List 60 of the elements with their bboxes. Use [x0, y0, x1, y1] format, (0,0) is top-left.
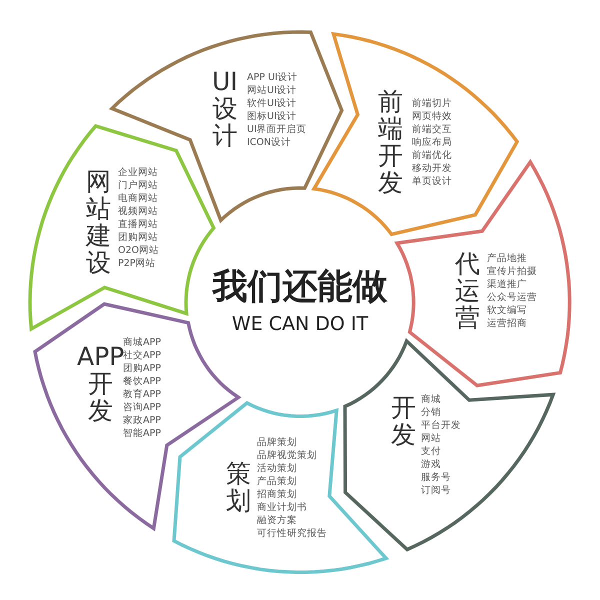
service-item: 前端交互 — [412, 122, 452, 136]
service-item: 网站UI设计 — [246, 84, 297, 97]
service-item: 智能APP — [122, 426, 161, 440]
service-item: APP UI设计 — [246, 70, 298, 84]
service-item: 家政APP — [122, 414, 161, 427]
service-item: 品牌策划 — [256, 436, 297, 449]
service-item: UI界面开启页 — [246, 122, 307, 136]
service-item: 活动策划 — [256, 462, 297, 475]
service-item: 分销 — [420, 406, 441, 419]
service-item: 平台开发 — [420, 418, 461, 432]
service-item: 融资方案 — [256, 514, 297, 527]
service-item: 团购APP — [122, 362, 161, 375]
service-item: 商业计划书 — [256, 500, 307, 514]
service-item: 网页特效 — [412, 110, 452, 123]
service-item: 品牌视觉策划 — [256, 448, 317, 462]
service-item: 视频网站 — [118, 204, 158, 218]
service-item: 咨询APP — [122, 400, 161, 414]
service-item: 商城APP — [122, 336, 161, 348]
service-item: 教育APP — [122, 388, 161, 401]
service-item: 前端优化 — [412, 148, 452, 162]
service-item: O2O网站 — [118, 244, 159, 257]
service-item: 公众号运营 — [486, 290, 537, 304]
service-item: 电商网站 — [118, 192, 158, 205]
service-item: 餐饮APP — [122, 374, 161, 388]
service-item: 商城 — [420, 392, 441, 406]
service-item: 图标UI设计 — [246, 110, 297, 123]
service-item: 团购网站 — [118, 230, 158, 244]
service-item: 前端切片 — [412, 96, 452, 110]
segment-heading: 策划 — [226, 460, 251, 514]
service-item: 移动开发 — [412, 162, 452, 175]
segment-heading: 开发 — [390, 394, 416, 448]
service-item: ICON设计 — [246, 136, 292, 149]
center-subtitle: WE CAN DO IT — [230, 313, 370, 335]
segment-heading: UI设计 — [212, 68, 238, 149]
service-item: 服务号 — [420, 470, 451, 484]
service-item: 直播网站 — [118, 218, 158, 231]
service-item: P2P网站 — [118, 256, 156, 270]
service-item: 软文编写 — [486, 304, 527, 317]
service-item: 门户网站 — [118, 178, 158, 192]
service-item: 单页设计 — [412, 174, 452, 188]
service-item: 渠道推广 — [486, 278, 527, 291]
segment-heading: APP开发 — [76, 342, 124, 424]
service-item: 网站 — [420, 432, 441, 445]
service-item: 企业网站 — [118, 166, 158, 179]
segment-heading: 网站建设 — [86, 168, 111, 276]
service-item: 宣传片拍摄 — [486, 264, 537, 278]
segment-heading: 前端开发 — [378, 88, 403, 196]
service-item: 响应布局 — [412, 136, 452, 149]
service-item: 运营招商 — [486, 316, 527, 330]
service-item: 产品策划 — [256, 474, 297, 488]
service-item: 招商策划 — [256, 488, 297, 501]
service-item: 游戏 — [420, 458, 441, 471]
service-item: 软件UI设计 — [246, 96, 297, 110]
service-item: 订阅号 — [420, 484, 451, 497]
service-item: 产品地推 — [486, 252, 527, 265]
service-item: 社交APP — [122, 350, 161, 361]
service-item: 可行性研究报告 — [256, 526, 327, 540]
segment-heading: 代运营 — [454, 250, 480, 331]
service-item: 支付 — [420, 444, 441, 458]
center-title: 我们还能做 — [211, 266, 388, 309]
